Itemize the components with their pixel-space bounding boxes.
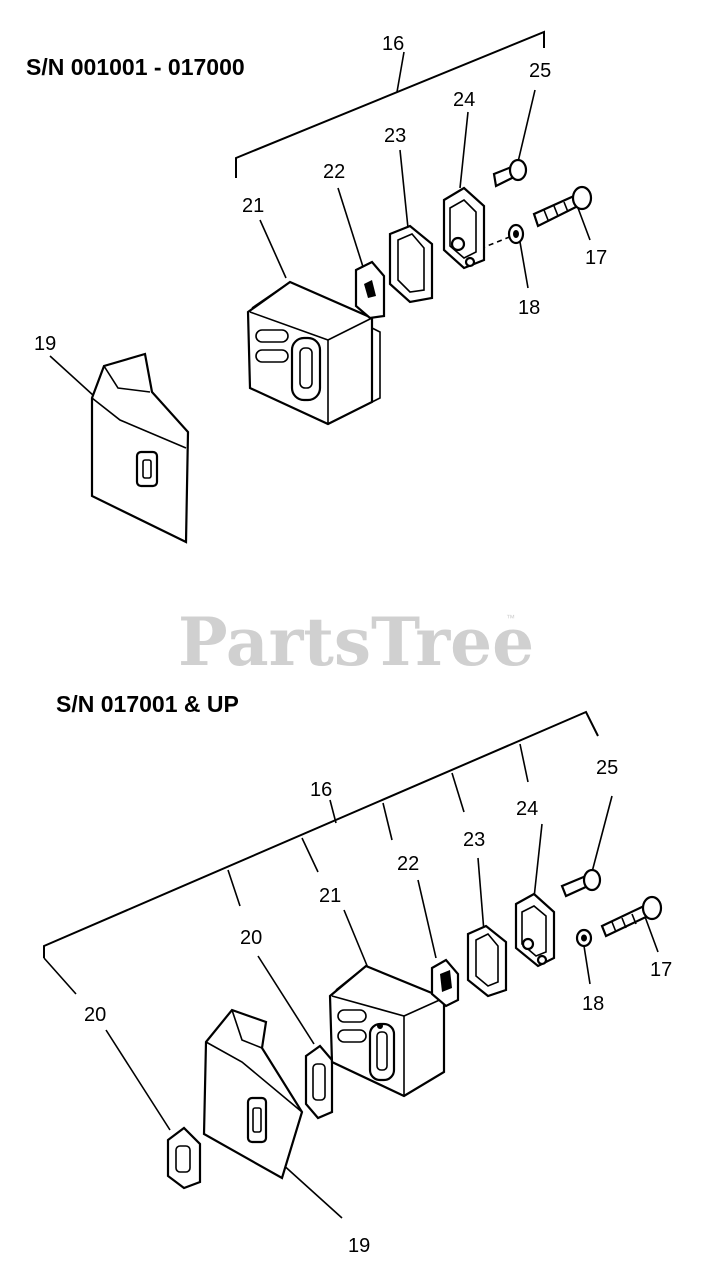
callout-24: 24 [516, 798, 538, 820]
gasket-22 [354, 260, 386, 320]
callout-20-upper: 20 [240, 927, 262, 949]
callout-18: 18 [582, 993, 604, 1015]
muffler-body-21 [328, 964, 446, 1098]
screw-25 [560, 868, 602, 898]
gasket-20-lower [166, 1126, 202, 1190]
serial-range-title: S/N 001001 - 017000 [26, 54, 245, 80]
gasket-22 [430, 958, 460, 1008]
callout-19: 19 [348, 1235, 370, 1257]
callout-21: 21 [242, 195, 264, 217]
bolt-17 [532, 185, 593, 228]
screw-25 [492, 158, 528, 188]
leader-lines-bottom [105, 795, 659, 1219]
callout-23: 23 [463, 829, 485, 851]
callout-25: 25 [596, 757, 618, 779]
muffler-body-21 [246, 280, 381, 426]
callout-17: 17 [585, 247, 607, 269]
bolt-17 [600, 895, 663, 938]
watermark-trademark: ™ [506, 613, 515, 623]
gasket-23 [466, 924, 508, 998]
heat-shield-19 [90, 352, 190, 544]
callout-24: 24 [453, 89, 475, 111]
heat-shield-19 [202, 1008, 304, 1180]
callout-20-lower: 20 [84, 1004, 106, 1026]
callout-23: 23 [384, 125, 406, 147]
section-bottom: S/N 017001 & UP [43, 691, 672, 1257]
callout-17: 17 [650, 959, 672, 981]
section-top: S/N 001001 - 017000 [26, 30, 607, 544]
callout-18: 18 [518, 297, 540, 319]
watermark: PartsTree ™ [178, 603, 534, 681]
leader-lines-top [49, 89, 591, 397]
callout-16: 16 [382, 33, 404, 55]
assembly-bracket-16 [43, 710, 599, 995]
callout-21: 21 [319, 885, 341, 907]
muffler-cover-24 [514, 892, 556, 968]
washer-18 [507, 223, 525, 245]
callout-22: 22 [323, 161, 345, 183]
gasket-20-upper [304, 1044, 334, 1120]
callout-16: 16 [310, 779, 332, 801]
watermark-logo: PartsTree [178, 603, 534, 681]
muffler-cover-24 [442, 186, 486, 270]
callout-25: 25 [529, 60, 551, 82]
callout-22: 22 [397, 853, 419, 875]
gasket-23 [388, 224, 434, 304]
callout-19: 19 [34, 333, 56, 355]
assembly-bracket-16 [235, 30, 545, 178]
washer-18 [575, 928, 593, 948]
serial-range-title: S/N 017001 & UP [56, 691, 239, 717]
